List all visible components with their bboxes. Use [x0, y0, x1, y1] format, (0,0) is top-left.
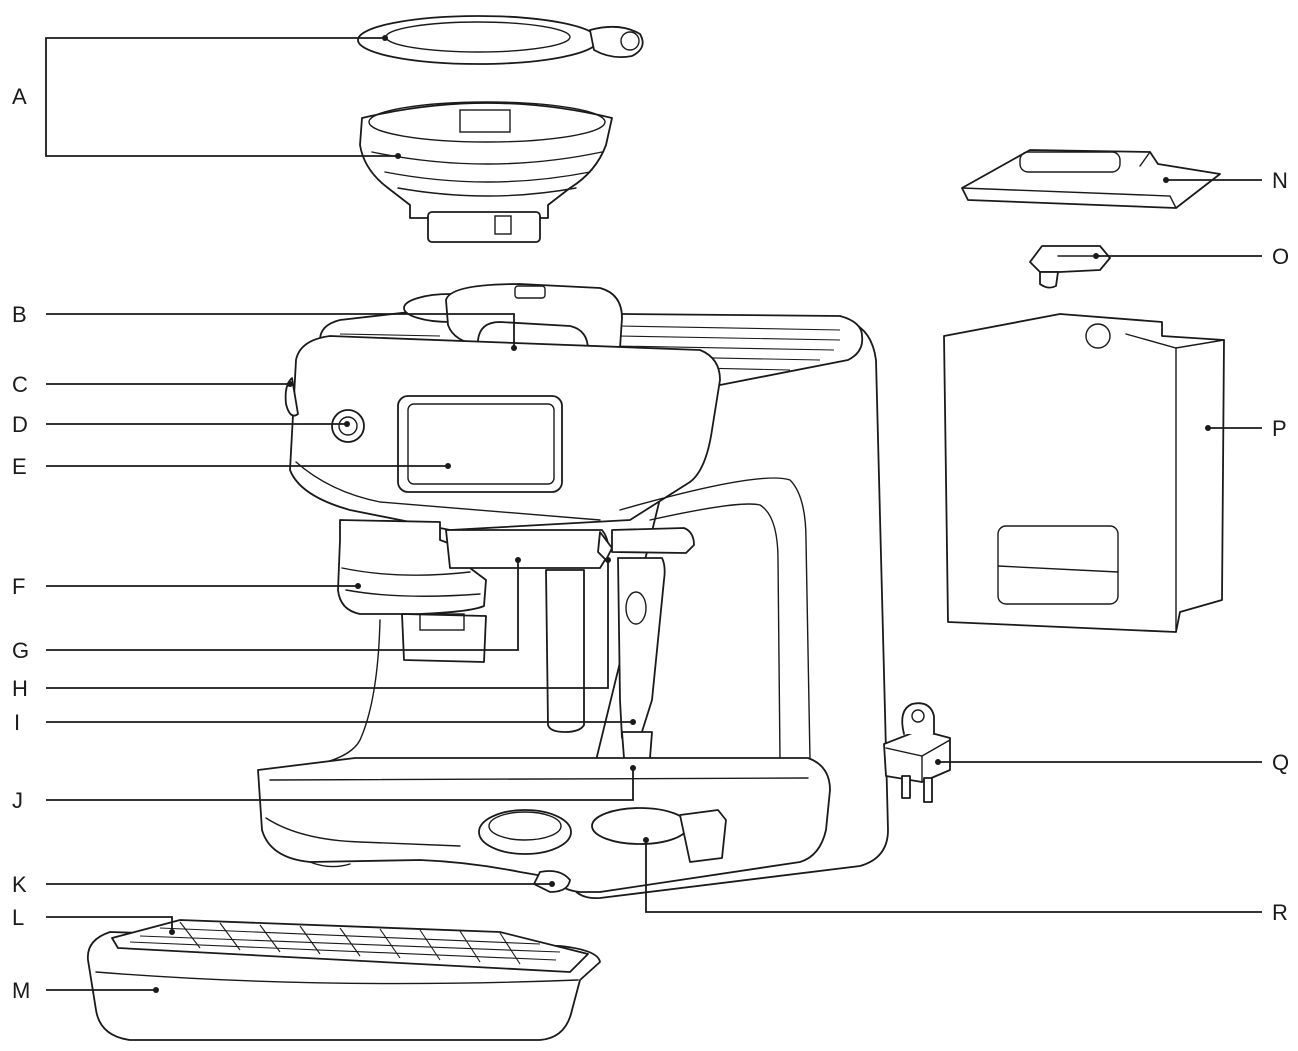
- water-tank-lid: [961, 149, 1221, 209]
- leader-line-g: [46, 560, 519, 651]
- leader-line-j: [46, 768, 634, 801]
- leader-line-b: [46, 313, 515, 348]
- callout-label-h: H: [12, 676, 28, 701]
- callout-labels: A B C D E F G H I J K L M N O P Q R: [12, 84, 1289, 1003]
- callout-label-f: F: [12, 574, 25, 599]
- callout-label-d: D: [12, 412, 28, 437]
- callout-label-p: P: [1272, 416, 1287, 441]
- callout-label-o: O: [1272, 244, 1289, 269]
- callout-label-i: I: [14, 710, 20, 735]
- callout-label-e: E: [12, 454, 27, 479]
- drip-tray-assembly: [87, 919, 601, 1041]
- power-plug: [883, 702, 951, 803]
- callout-label-c: C: [12, 372, 28, 397]
- leader-line-a: [45, 37, 398, 157]
- callout-label-a: A: [12, 84, 27, 109]
- drip-tray-grid: [129, 921, 561, 965]
- callout-label-j: J: [12, 788, 23, 813]
- callout-label-m: M: [12, 978, 30, 1003]
- leader-line-h: [46, 560, 609, 689]
- callout-label-b: B: [12, 302, 27, 327]
- callout-label-k: K: [12, 872, 27, 897]
- callout-label-g: G: [12, 638, 29, 663]
- water-filter-holder: [1029, 245, 1111, 289]
- callout-label-r: R: [1272, 900, 1288, 925]
- machine-body: [257, 283, 889, 899]
- water-tank: [943, 313, 1225, 633]
- leader-lines: [45, 35, 1262, 993]
- bean-hopper: [359, 101, 613, 243]
- callout-label-n: N: [1272, 168, 1288, 193]
- leader-line-r: [645, 840, 1262, 913]
- leader-line-l: [46, 916, 173, 932]
- callout-label-l: L: [12, 905, 24, 930]
- bean-hopper-lid: [357, 15, 644, 65]
- callout-label-q: Q: [1272, 750, 1289, 775]
